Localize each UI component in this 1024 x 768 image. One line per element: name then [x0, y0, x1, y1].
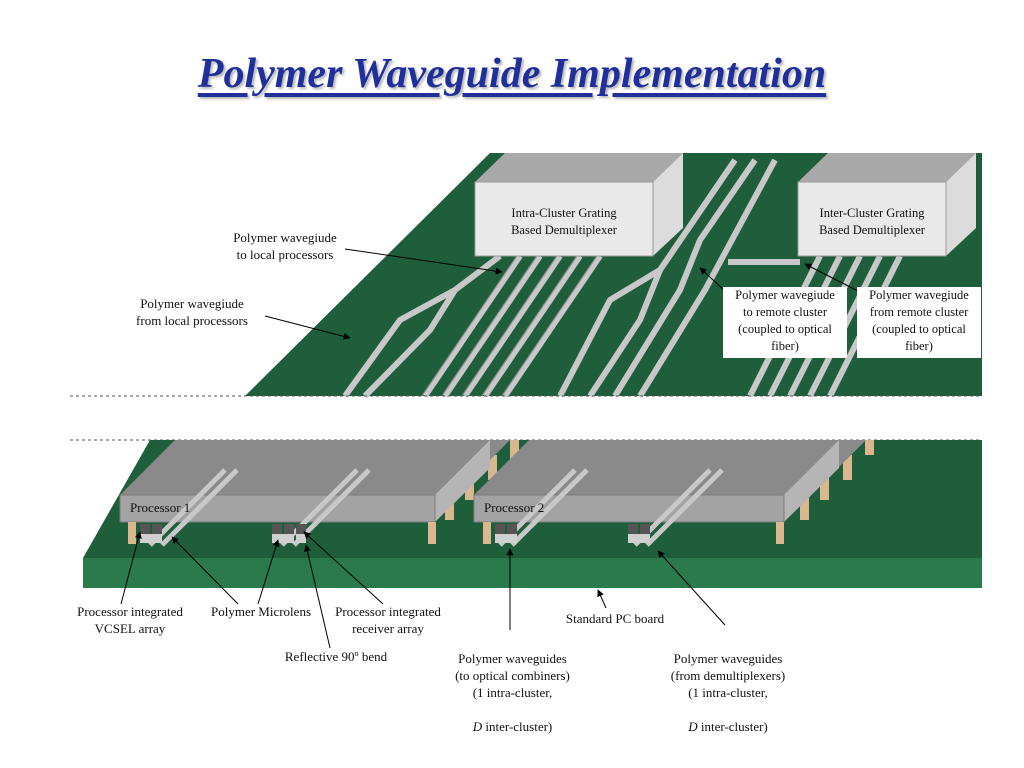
intra-waveguides	[342, 253, 603, 399]
label-receiver: Processor integrated receiver array	[335, 604, 441, 636]
arrow-from-local	[264, 315, 351, 340]
label-from-remote: Polymer wavegiude from remote cluster (c…	[857, 287, 981, 358]
arrow-vcsel	[120, 531, 142, 605]
slide-title: Polymer Waveguide Implementation	[197, 51, 827, 97]
arrow-microlens-a	[171, 536, 239, 605]
processor-1-label: Processor 1	[130, 500, 191, 515]
side-board-front	[83, 558, 982, 588]
label-wg-combiners-tail: inter-cluster)	[482, 719, 553, 734]
label-wg-combiners-d: D	[472, 719, 483, 734]
processor-2-label: Processor 2	[484, 500, 545, 515]
label-wg-demux: Polymer waveguides (from demultiplexers)…	[643, 633, 813, 752]
arrow-microlens-b	[257, 539, 280, 605]
intra-demux-label: Intra-Cluster Grating Based Demultiplexe…	[511, 206, 617, 237]
label-wg-combiners: Polymer waveguides (to optical combiners…	[430, 633, 595, 752]
arrow-pcb	[597, 589, 607, 609]
label-microlens: Polymer Microlens	[210, 604, 311, 619]
arrow-to-local	[344, 248, 503, 275]
inter-demux-block	[797, 153, 976, 257]
optical-couplers	[140, 524, 650, 543]
arrow-bend	[304, 544, 331, 649]
label-pcb: Standard PC board	[565, 611, 665, 626]
label-to-remote: Polymer wavegiude to remote cluster (cou…	[723, 287, 847, 358]
processor-2-chip	[473, 440, 866, 523]
label-wg-combiners-main: Polymer waveguides (to optical combiners…	[455, 651, 570, 700]
arrow-from-remote	[804, 263, 861, 293]
label-vcsel: Processor integrated VCSEL array	[77, 604, 183, 636]
front-pins	[128, 522, 784, 544]
label-bend: Reflective 90º bend	[284, 649, 388, 664]
arrow-wg-demux	[657, 550, 726, 626]
intra-demux-block	[474, 153, 683, 257]
label-from-local: Polymer wavegiude from local processors	[136, 296, 248, 328]
inter-demux-label: Inter-Cluster Grating Based Demultiplexe…	[819, 206, 925, 237]
label-wg-demux-main: Polymer waveguides (from demultiplexers)…	[670, 651, 786, 700]
processor-1-chip	[119, 440, 510, 523]
label-to-local: Polymer wavegiude to local processors	[233, 230, 337, 262]
arrow-receiver	[303, 531, 384, 605]
label-wg-demux-d: D	[688, 719, 698, 734]
arrow-to-remote	[699, 267, 725, 291]
label-wg-demux-tail: inter-cluster)	[697, 719, 768, 734]
